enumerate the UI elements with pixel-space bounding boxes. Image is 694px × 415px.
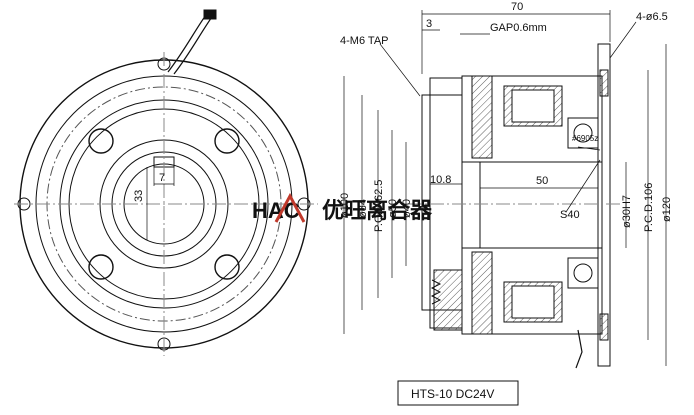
bolt-hole — [214, 254, 240, 280]
dia-left-0: ø100 — [339, 193, 351, 218]
model-box — [397, 380, 519, 406]
dia-left-3: ø50 — [387, 199, 399, 218]
logo-cn: 优旺离合器 — [322, 198, 433, 223]
model-label: HTS-10 DC24V — [411, 387, 494, 401]
key-width-label: 7 — [159, 172, 165, 184]
body-length-label: 50 — [536, 175, 548, 187]
dia-right-2: ø120 — [661, 197, 673, 222]
gap-label: GAP0.6mm — [490, 22, 547, 34]
lead-wire — [173, 13, 215, 75]
dia-left-1: ø84 — [357, 199, 369, 218]
spring — [430, 279, 442, 305]
housing-hatch-bottom — [471, 251, 493, 335]
bolt-hole — [214, 128, 240, 154]
tap-label: 4-M6 TAP — [340, 35, 389, 47]
mount-flange — [597, 43, 611, 367]
overall-length-label: 70 — [511, 1, 523, 13]
flange-thickness-label: 3 — [426, 18, 432, 30]
side-view — [343, 10, 667, 369]
coil-window-bottom — [511, 285, 555, 319]
coil-window-top — [511, 89, 555, 123]
bearing-label: #6905z — [572, 134, 598, 143]
housing-hatch-top — [471, 75, 493, 159]
wire-terminal — [203, 9, 217, 20]
logo-accent-icon — [274, 192, 306, 223]
brand-logo: HAC 优旺离合器 — [252, 192, 433, 223]
bearing-ball — [573, 263, 593, 283]
bearing-bottom — [567, 257, 599, 289]
bolt-hole — [88, 128, 114, 154]
dia-right-1: P.C.D.106 — [643, 183, 655, 232]
bolt-hole — [88, 254, 114, 280]
housing — [461, 75, 603, 335]
bearing-ball — [573, 123, 593, 143]
hub-length-label: 10.8 — [430, 174, 451, 186]
hatched-spring-seat — [433, 269, 463, 331]
shaft-label: S40 — [560, 209, 580, 221]
bearing-top — [567, 117, 599, 149]
dia-left-4: ø40 — [401, 199, 413, 218]
bore-height-label: 33 — [133, 190, 145, 202]
dia-right-0: ø30H7 — [621, 195, 633, 228]
front-view — [14, 9, 318, 356]
dia-left-2: P.C.D.62.5 — [373, 180, 385, 232]
holes-label: 4-ø6.5 — [636, 11, 668, 23]
lead-wire — [167, 11, 209, 73]
